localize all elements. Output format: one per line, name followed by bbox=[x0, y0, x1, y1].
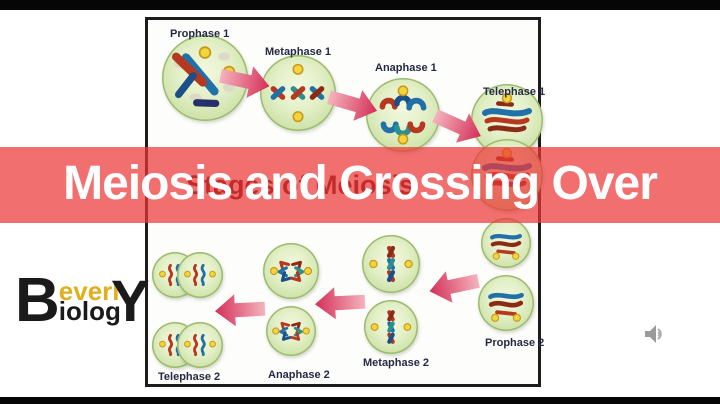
logo-stacked-words: everl iolog bbox=[58, 276, 121, 326]
stage-label-metaphase2: Metaphase 2 bbox=[363, 357, 430, 369]
stage-label-prophase1: Prophase 1 bbox=[170, 28, 230, 40]
logo-word-everl: everl bbox=[58, 276, 120, 306]
cell-prophase2 bbox=[481, 218, 531, 268]
logo-letter-b: B bbox=[15, 266, 60, 335]
flow-arrow bbox=[425, 97, 491, 156]
stage-label-telephase1: Telephase 1 bbox=[483, 86, 546, 98]
logo-letter-y: Y bbox=[110, 269, 150, 334]
title-banner: Meiosis and Crossing Over bbox=[0, 147, 720, 223]
speaker-icon[interactable] bbox=[642, 322, 666, 346]
cell-metaphase1 bbox=[260, 55, 336, 131]
flow-arrow bbox=[212, 289, 268, 332]
cell-anaphase1 bbox=[366, 78, 440, 152]
flow-arrow bbox=[214, 56, 275, 106]
cell-telephase2 bbox=[177, 322, 223, 368]
flow-arrow bbox=[322, 77, 385, 130]
stage-label-anaphase1: Anaphase 1 bbox=[375, 62, 437, 74]
stage-label-metaphase1: Metaphase 1 bbox=[265, 46, 332, 58]
logo-word-iolog: iolog bbox=[58, 296, 121, 326]
stage-label-telephase2: Telephase 2 bbox=[158, 371, 221, 383]
flow-arrow bbox=[312, 282, 368, 325]
beverly-biology-logo: B everl iolog Y bbox=[15, 266, 150, 335]
cell-prophase2 bbox=[478, 275, 534, 331]
video-title: Meiosis and Crossing Over bbox=[63, 157, 658, 210]
stage-label-anaphase2: Anaphase 2 bbox=[268, 369, 330, 381]
cell-anaphase2 bbox=[266, 306, 316, 356]
stage-label-prophase2: Prophase 2 bbox=[485, 337, 545, 349]
letterbox-top bbox=[0, 0, 720, 10]
cell-telephase2 bbox=[177, 252, 223, 298]
cell-metaphase2 bbox=[364, 300, 418, 354]
cell-anaphase2 bbox=[263, 243, 319, 299]
cell-metaphase2 bbox=[362, 235, 420, 293]
flow-arrow bbox=[423, 261, 484, 311]
letterbox-bottom bbox=[0, 397, 720, 404]
